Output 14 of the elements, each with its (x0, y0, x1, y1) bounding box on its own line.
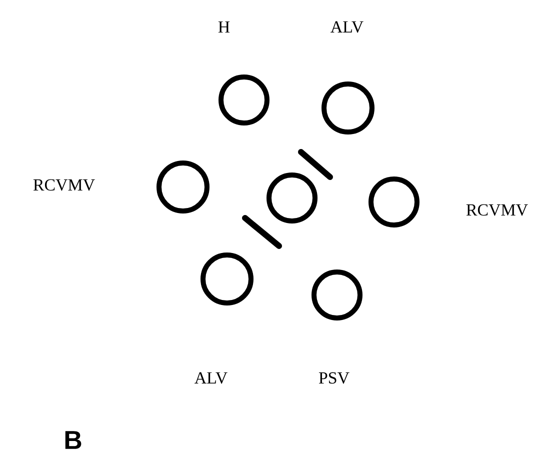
panel-letter: B (65, 431, 82, 449)
ring (156, 160, 210, 214)
ring (368, 176, 420, 228)
ring (200, 252, 254, 306)
ring-label: ALV (330, 21, 364, 33)
ring (218, 74, 270, 126)
ring-label: H (218, 21, 230, 33)
ring-label: ALV (194, 372, 228, 384)
ring (312, 270, 362, 320)
ring-label: RCVMV (33, 179, 95, 191)
ring-label: PSV (318, 372, 350, 384)
ring-label: RCVMV (466, 204, 528, 216)
ring (322, 82, 374, 134)
ring (266, 172, 318, 224)
